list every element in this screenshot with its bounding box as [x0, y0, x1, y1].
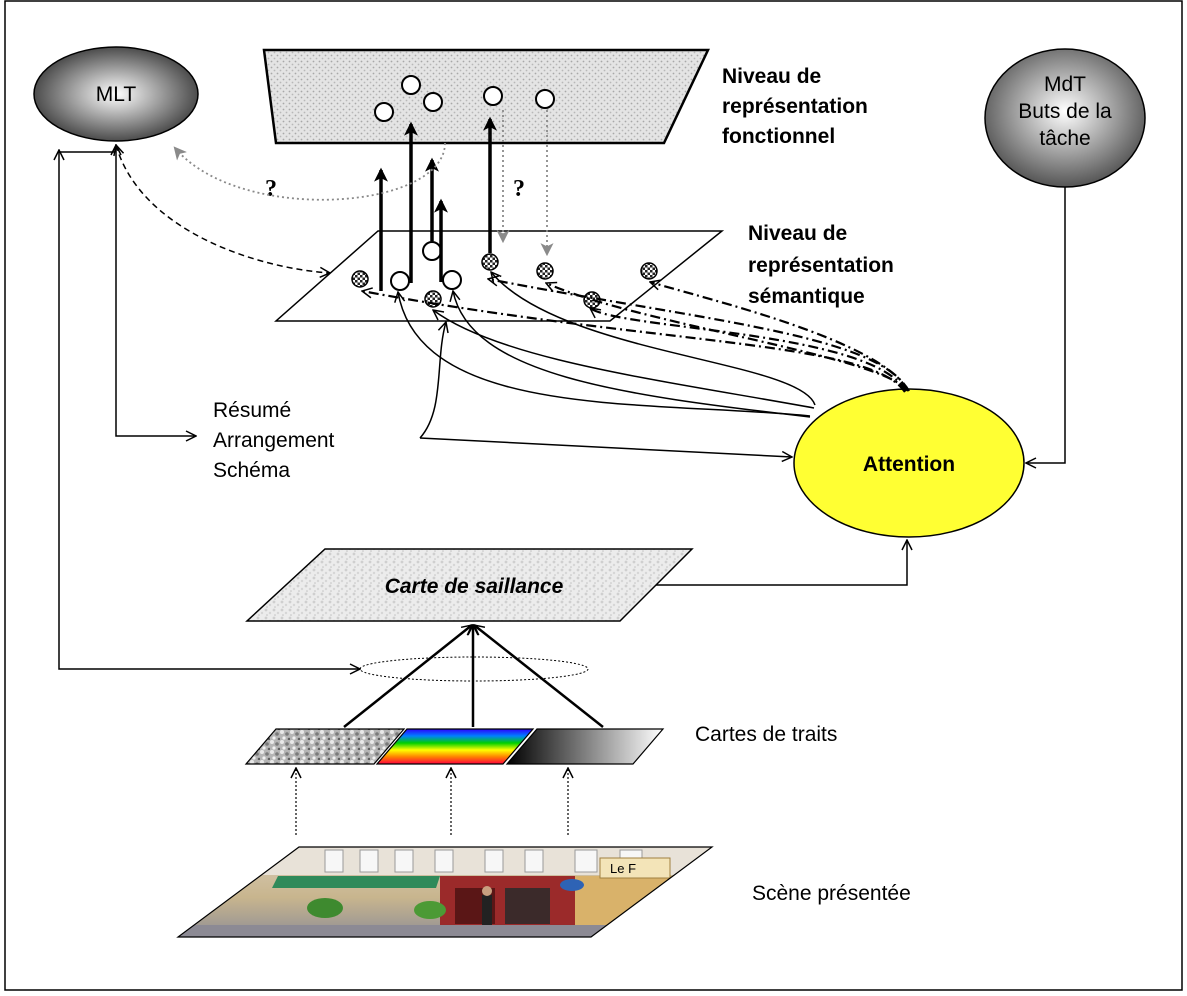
pooling-ellipse: [359, 656, 589, 682]
mdt-label-2: Buts de la: [1018, 100, 1112, 123]
functional-level-label-3: fonctionnel: [722, 125, 835, 148]
attention-to-semantic-arrows: [398, 272, 816, 418]
scene-to-feature-arrows: [296, 768, 568, 835]
dashdot-curve: [590, 308, 907, 392]
attention-curve: [398, 292, 811, 417]
feature-maps-label: Cartes de traits: [695, 723, 837, 746]
functional-node: [535, 89, 555, 109]
functional-node: [483, 86, 503, 106]
mlt-summary-arrow: [116, 145, 196, 436]
functional-level-label-1: Niveau de: [722, 65, 821, 88]
semantic-node-checkered: [481, 253, 499, 271]
saliency-map: Carte de saillance: [245, 548, 694, 622]
functional-level: Niveau de représentation fonctionnel: [262, 48, 868, 148]
mlt-ellipse: [33, 46, 199, 142]
saliency-plane: [245, 548, 694, 622]
functional-node: [423, 92, 443, 112]
dashdot-curve: [488, 279, 908, 391]
feature-to-saliency-lines: [343, 625, 604, 728]
functional-node: [401, 75, 421, 95]
dashdot-curve: [650, 282, 910, 392]
functional-to-mlt-dotted-arrow: [173, 142, 446, 201]
semantic-node-open: [442, 270, 462, 290]
semantic-level: Niveau de représentation sémantique: [274, 222, 894, 322]
saliency-label: Carte de saillance: [385, 575, 564, 598]
attention-curve: [433, 310, 815, 409]
summary-to-semantic-arrow: [419, 322, 446, 439]
attention-dashdot-arrows: [362, 279, 910, 393]
functional-node: [374, 102, 394, 122]
scene-label: Scène présentée: [752, 882, 911, 905]
summary-label-1: Résumé: [213, 399, 291, 422]
summary-label-3: Schéma: [213, 459, 290, 482]
scene-frame: [176, 846, 714, 938]
semantic-node-open: [390, 271, 410, 291]
semantic-level-label-3: sémantique: [748, 285, 865, 308]
mdt-label-1: MdT: [1044, 73, 1086, 96]
semantic-level-label-1: Niveau de: [748, 222, 847, 245]
semantic-node-checkered: [424, 290, 442, 308]
mlt-label: MLT: [96, 83, 137, 106]
question-mark-left: ?: [265, 176, 277, 202]
functional-nodes: [374, 75, 555, 122]
semantic-node-checkered: [583, 291, 601, 309]
pooling-to-mlt-arrow: [58, 151, 360, 669]
mlt-semantic-dashed-arrow: [116, 145, 330, 273]
feature-line: [474, 625, 604, 728]
mdt-to-attention-arrow: [1026, 187, 1066, 463]
scene-image: Le F Scène présentée: [176, 846, 911, 938]
scene-sign-text: Le F: [610, 861, 636, 876]
feature-map-orientation: [505, 728, 665, 765]
dashdot-curve: [362, 291, 906, 393]
dashdot-curve: [546, 283, 909, 392]
figure-frame: [4, 0, 1183, 991]
functional-level-label-2: représentation: [722, 95, 868, 118]
semantic-node-open: [422, 241, 442, 261]
semantic-node-checkered: [351, 270, 369, 288]
attention-node: Attention: [793, 388, 1025, 538]
semantic-level-label-2: représentation: [748, 254, 894, 277]
downward-dotted-arrows: [496, 110, 554, 257]
feature-map-intensity: [244, 728, 406, 765]
feature-maps: Cartes de traits: [244, 723, 837, 765]
attention-label: Attention: [863, 453, 955, 476]
summary-label-2: Arrangement: [213, 429, 335, 452]
mdt-node: MdT Buts de la tâche: [984, 48, 1146, 188]
mdt-label-3: tâche: [1039, 127, 1090, 150]
feature-map-color: [375, 728, 535, 765]
feature-line: [343, 625, 472, 728]
saliency-to-attention-arrow: [656, 540, 907, 586]
upward-arrows: [374, 116, 497, 291]
semantic-node-checkered: [640, 262, 658, 280]
mlt-node: MLT: [33, 46, 199, 142]
question-mark-right: ?: [513, 176, 525, 202]
semantic-node-checkered: [536, 262, 554, 280]
semantic-nodes: [351, 241, 658, 309]
summary-to-attention-arrow: [419, 437, 792, 457]
attention-curve: [491, 272, 816, 406]
attention-curve: [453, 291, 811, 418]
